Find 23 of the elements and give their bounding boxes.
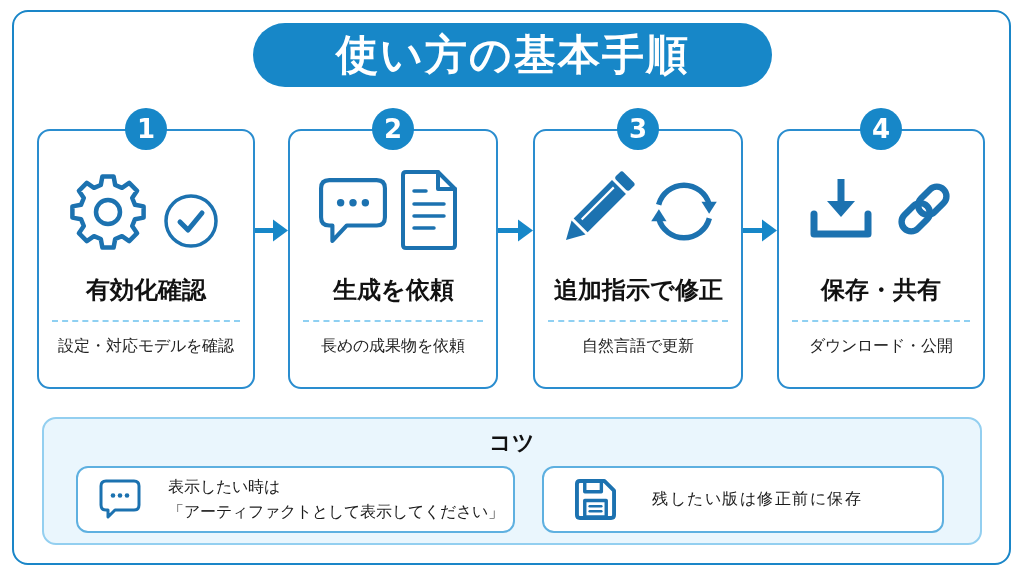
tips-panel [42, 417, 982, 545]
step-number: 3 [617, 108, 659, 150]
tip-card [542, 466, 944, 533]
step-number: 1 [125, 108, 167, 150]
tip-text: 残したい版は修正前に保存 [652, 489, 862, 510]
arrow [255, 219, 288, 242]
step-title: 生成を依頼 [332, 275, 454, 305]
tip-text: 「アーティファクトとして表示してください」 [168, 501, 504, 523]
panel-heading: コツ [489, 429, 535, 457]
tip-card [76, 466, 515, 533]
step-number: 4 [860, 108, 902, 150]
step-title: 追加指示で修正 [553, 275, 723, 305]
step-title: 保存・共有 [821, 275, 941, 305]
arrow [498, 219, 533, 242]
tip-text: 表示したい時は [168, 476, 280, 498]
arrow [743, 219, 777, 242]
title: 使い方の基本手順 [253, 23, 772, 87]
step-description: ダウンロード・公開 [809, 336, 953, 357]
step-title: 有効化確認 [86, 275, 206, 305]
step-description: 自然言語で更新 [582, 336, 694, 357]
step-description: 長めの成果物を依頼 [321, 336, 465, 357]
step-number: 2 [372, 108, 414, 150]
step-description: 設定・対応モデルを確認 [58, 336, 234, 357]
